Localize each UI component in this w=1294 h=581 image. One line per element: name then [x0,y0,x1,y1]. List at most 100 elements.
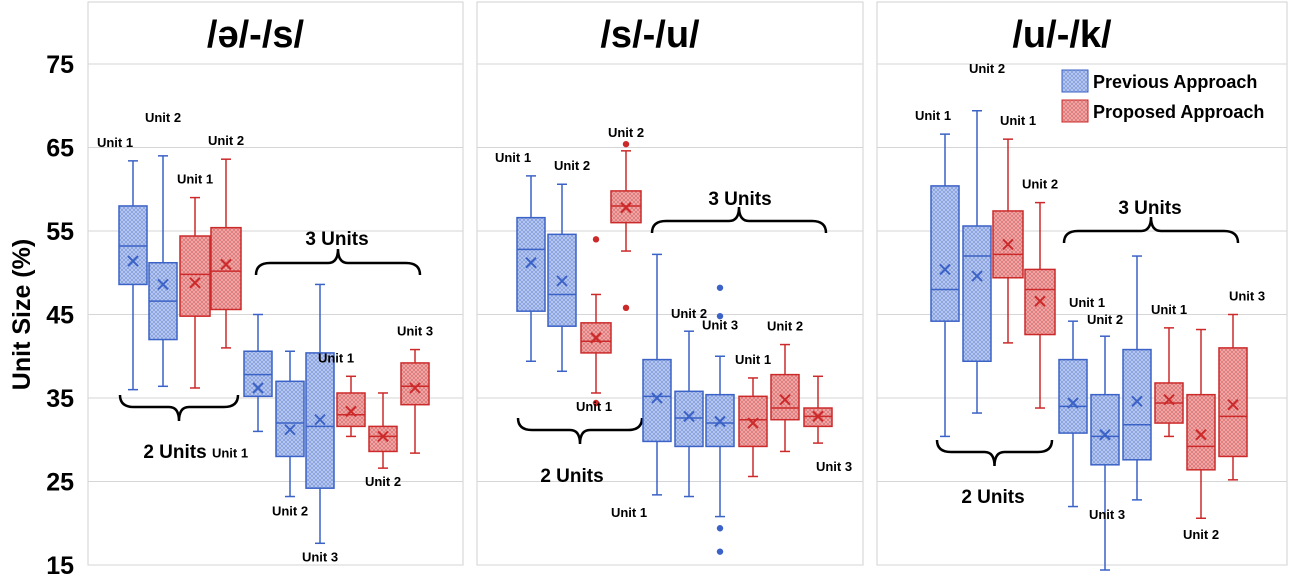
mean-marker [1163,393,1175,406]
box-previous: Unit 2 [671,306,707,498]
panel-title: /ə/-/s/ [207,14,305,56]
mean-marker [220,258,232,271]
y-tick-label: 55 [46,218,74,246]
mean-marker [1131,395,1143,408]
box-proposed: Unit 1 [177,172,213,389]
box-previous: Unit 2 [272,350,308,519]
box-proposed: Unit 2 [767,319,803,453]
outlier-point [716,312,724,320]
mean-marker [812,410,824,423]
unit-label: Unit 1 [611,505,647,520]
group-label: 3 Units [1118,198,1181,219]
panel-title: /u/-/k/ [1012,14,1112,56]
unit-label: Unit 3 [702,317,738,332]
group-label: 3 Units [708,189,771,210]
box-proposed: Unit 2 [1022,177,1058,409]
y-axis-label: Unit Size (%) [8,239,36,390]
outlier-point [592,236,600,243]
box-previous: Unit 2 [962,61,1005,414]
box-previous: Unit 1 [212,313,273,460]
box-proposed: Unit 3 [803,375,852,474]
box-iqr [642,358,672,443]
box-group: Unit 1 Unit 2 Unit 1 Unit 2 2 Units [97,110,244,463]
mean-marker [345,405,357,418]
mean-marker [939,263,951,276]
unit-label: Unit 2 [145,110,181,125]
unit-label: Unit 2 [671,306,707,321]
legend-item-proposed: Proposed Approach [1061,99,1264,123]
unit-label: Unit 3 [816,459,852,474]
box-iqr [1122,348,1152,461]
box-proposed: Unit 3 [397,324,433,454]
unit-label: Unit 1 [177,172,213,187]
unit-label: Unit 3 [397,324,433,339]
mean-marker [1034,295,1046,307]
unit-label: Unit 1 [318,350,354,365]
mean-marker [620,201,632,214]
mean-marker [314,414,326,426]
mean-marker [779,393,791,406]
box-previous: Unit 1 [1058,295,1105,508]
mean-marker [377,430,389,443]
legend-label-proposed: Proposed Approach [1093,102,1264,122]
box-iqr [1186,393,1216,471]
box-proposed: Unit 2 [1183,328,1219,542]
box-iqr [580,322,612,354]
group-label: 2 Units [143,442,206,463]
unit-label: Unit 2 [969,61,1005,76]
mean-marker [1002,238,1014,251]
box-iqr [1058,358,1088,434]
unit-label: Unit 1 [576,399,612,414]
outlier-point [716,284,724,291]
mean-marker [747,417,759,429]
group-label: 2 Units [540,466,603,487]
box-iqr [1218,347,1248,458]
unit-label: Unit 2 [767,319,803,334]
y-tick-label: 45 [46,302,74,330]
outlier-point [592,399,600,407]
box-proposed: Unit 1 [992,113,1036,344]
unit-label: Unit 1 [1069,295,1105,310]
outlier-point [622,304,630,312]
box-iqr [930,185,960,322]
box-iqr [1090,393,1120,466]
group-brace [935,439,1054,467]
box-iqr [368,425,398,453]
outlier-point [716,548,724,555]
y-tick-label: 75 [46,51,74,79]
legend-swatch-proposed [1061,99,1089,123]
box-proposed: Unit 1 [1151,302,1187,438]
box-previous: Unit 2 [547,158,590,373]
y-tick-label: 15 [46,552,74,580]
unit-label: Unit 2 [208,133,244,148]
unit-label: Unit 3 [1229,289,1265,304]
mean-marker [284,424,296,436]
box-previous: Unit 1 [97,135,148,391]
box-previous: Unit 1 [611,253,672,520]
unit-label: Unit 1 [735,352,771,367]
mean-marker [590,332,602,344]
box-iqr [179,235,211,317]
box-iqr [275,380,305,458]
box-iqr [400,362,430,406]
box-previous: Unit 1 [915,108,960,438]
box-iqr [243,350,273,398]
mean-marker [1227,398,1239,411]
box-iqr [992,210,1024,279]
box-proposed: Unit 1 [735,352,771,478]
mean-marker [556,275,568,287]
unit-label: Unit 2 [272,504,308,519]
mean-marker [157,278,169,291]
mean-marker [651,392,663,404]
mean-marker [683,410,695,423]
mean-marker [127,255,139,267]
unit-label: Unit 1 [1000,113,1036,128]
box-proposed: Unit 1 [576,236,612,414]
box-previous: Unit 2 [145,110,181,388]
